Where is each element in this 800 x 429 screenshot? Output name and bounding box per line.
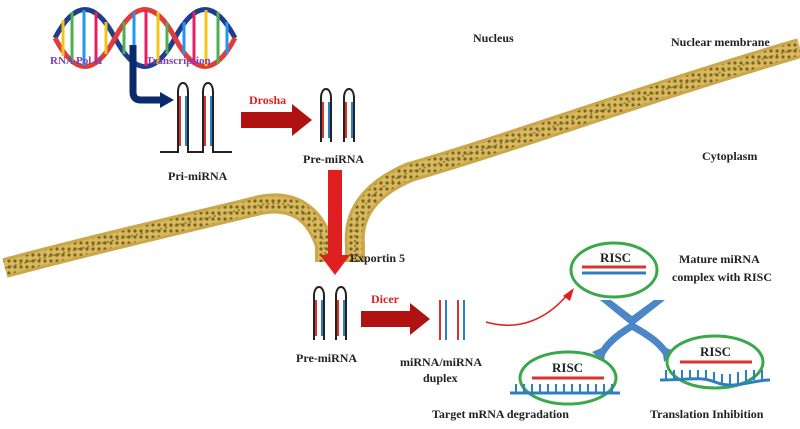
risc-top-label: RISC <box>600 250 631 265</box>
translation-inhibition-label: Translation Inhibition <box>650 407 764 421</box>
dicer-label: Dicer <box>371 292 400 306</box>
risc-complex-left <box>510 350 620 406</box>
mature-label-line2: complex with RISC <box>672 270 772 284</box>
mature-label-line1: Mature miRNA <box>679 252 760 266</box>
pre-mirna-top-label: Pre-miRNA <box>303 152 364 166</box>
transcription-arrow <box>129 45 174 108</box>
exportin-arrow <box>320 170 350 275</box>
nuclear-membrane <box>2 38 800 278</box>
pri-mirna-structure <box>160 82 232 153</box>
duplex-label-line2: duplex <box>423 371 458 385</box>
drosha-label: Drosha <box>249 93 286 107</box>
pre-mirna-bottom-structure <box>313 286 347 340</box>
risc-right-label: RISC <box>700 344 731 359</box>
pre-mirna-top-structure <box>320 88 355 142</box>
nucleus-label: Nucleus <box>473 31 514 45</box>
pre-mirna-bottom-label: Pre-miRNA <box>296 351 357 365</box>
risc-complex-right <box>659 334 771 390</box>
duplex-label-line1: miRNA/miRNA <box>400 355 482 369</box>
target-degradation-label: Target mRNA degradation <box>432 407 569 421</box>
risc-left-label: RISC <box>552 360 583 375</box>
exportin-label: Exportin 5 <box>350 251 405 265</box>
cytoplasm-label: Cytoplasm <box>702 149 757 163</box>
pri-mirna-label: Pri-miRNA <box>168 169 228 183</box>
rna-pol-label: RNA Pol II <box>50 55 103 67</box>
loading-arrow <box>485 288 574 326</box>
transcription-label: Transcription <box>146 55 211 67</box>
dna-helix <box>52 7 238 69</box>
branch-arrows <box>592 300 676 362</box>
dicer-arrow <box>361 303 430 335</box>
risc-complex-top <box>569 241 659 299</box>
drosha-arrow <box>241 104 312 136</box>
mirna-duplex-structure <box>439 300 465 340</box>
nuclear-membrane-label: Nuclear membrane <box>671 35 770 49</box>
